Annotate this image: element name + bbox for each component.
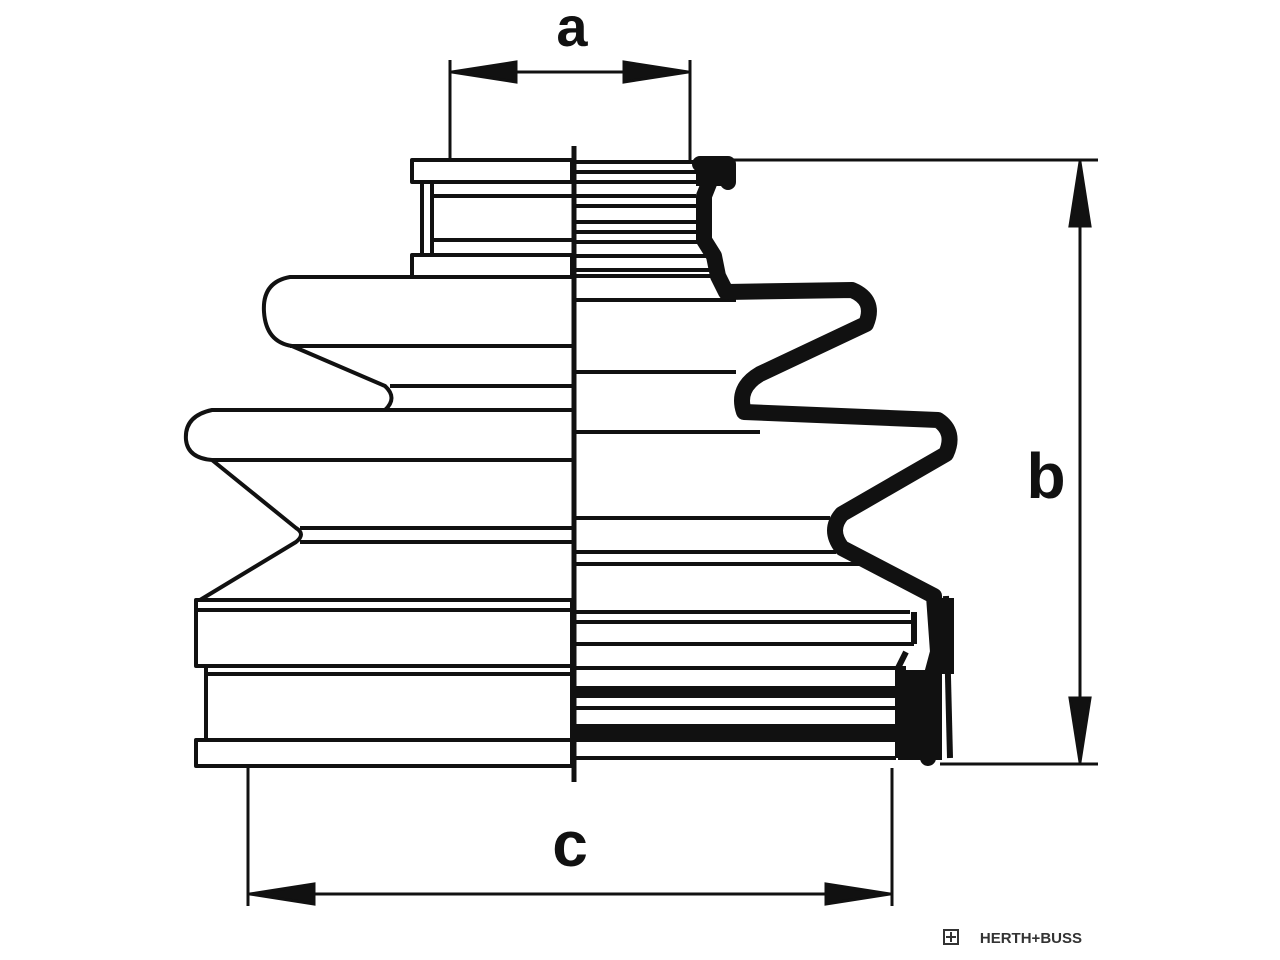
dim-a-label: a — [556, 0, 588, 58]
section-band-2 — [576, 728, 896, 738]
dimension-c — [246, 768, 894, 906]
dim-c-arrow-right — [824, 882, 891, 906]
dim-b-arrow-bottom — [1068, 696, 1092, 763]
section-band-1 — [576, 690, 896, 698]
top-clamp — [696, 160, 732, 186]
lower-band-2 — [204, 664, 574, 742]
section-lines — [576, 160, 914, 760]
dim-c-arrow-left — [249, 882, 316, 906]
shoulder-ring — [410, 253, 574, 279]
dim-a-arrow-right — [622, 60, 689, 84]
dim-b-label: b — [1026, 440, 1065, 512]
herth-buss-logo-icon — [943, 929, 959, 945]
brand-name: HERTH+BUSS — [980, 930, 1082, 947]
base-ridge-1 — [936, 598, 954, 674]
convolution-1 — [261, 275, 572, 412]
base-clamp — [898, 670, 942, 760]
boot-section-right — [576, 156, 958, 766]
bottom-flange — [194, 738, 574, 768]
dim-a-arrow-left — [451, 60, 518, 84]
dim-b-arrow-top — [1068, 161, 1092, 228]
convolution-2 — [183, 408, 385, 602]
boot-outline-left — [183, 158, 574, 768]
top-flange — [410, 158, 574, 184]
dimension-a — [448, 60, 692, 160]
dimension-b — [700, 158, 1098, 766]
dim-c-label: c — [552, 808, 588, 880]
